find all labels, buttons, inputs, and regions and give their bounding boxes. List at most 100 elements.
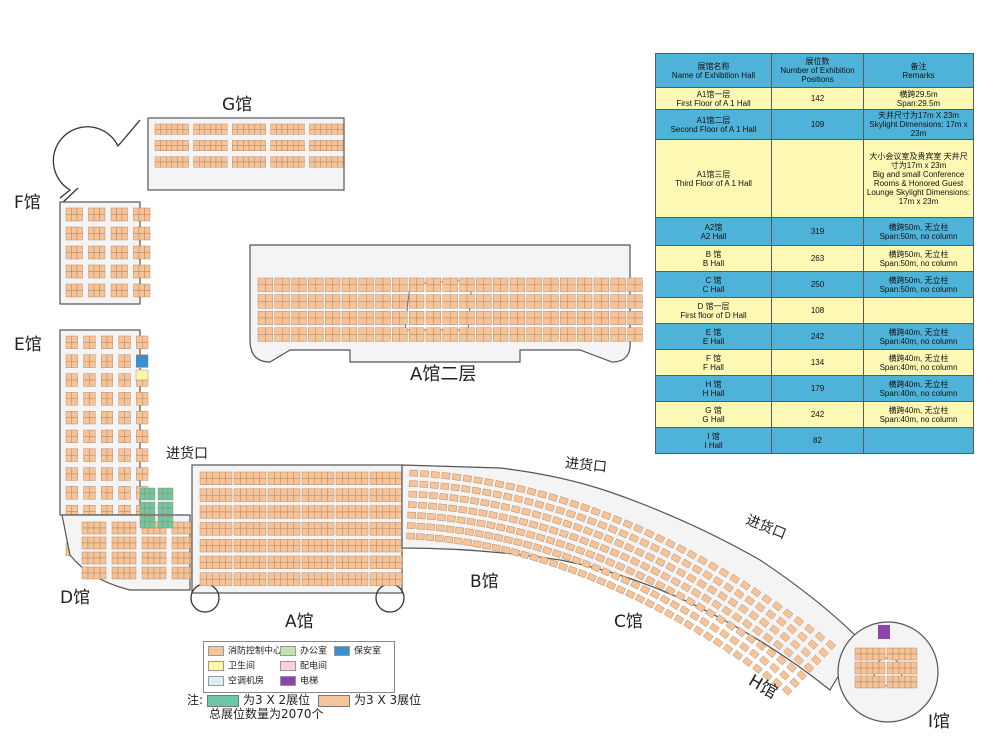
booth	[618, 284, 626, 292]
booth	[124, 411, 131, 418]
hall-bc-booths	[406, 469, 837, 696]
booth	[825, 639, 837, 651]
booth	[167, 487, 174, 495]
booth	[476, 327, 484, 335]
booth	[560, 277, 569, 286]
booth	[218, 522, 226, 530]
booth	[100, 361, 108, 368]
booth	[89, 373, 96, 381]
booth	[298, 317, 307, 326]
booth	[206, 539, 213, 546]
booth	[165, 145, 172, 152]
booth	[466, 311, 475, 319]
booth	[389, 495, 396, 502]
booth	[878, 653, 886, 661]
booth	[267, 539, 275, 546]
booth	[71, 290, 78, 298]
booth	[440, 482, 450, 490]
booth	[243, 140, 250, 146]
booth	[892, 675, 900, 683]
booth	[395, 471, 403, 479]
booth	[695, 602, 706, 613]
booth	[707, 561, 719, 572]
booth	[786, 662, 797, 673]
booth	[106, 436, 114, 443]
booth	[419, 480, 429, 488]
booth	[160, 128, 167, 135]
booth	[496, 523, 506, 532]
booth	[315, 327, 324, 335]
booth	[589, 540, 600, 550]
booth	[280, 579, 288, 586]
booth	[124, 486, 131, 493]
booth	[376, 488, 383, 496]
booth	[572, 522, 583, 532]
booth	[584, 317, 593, 326]
booth	[618, 334, 626, 342]
booth	[121, 283, 128, 291]
booth	[141, 566, 149, 574]
booth	[291, 294, 300, 302]
booth	[65, 429, 73, 437]
booth	[121, 226, 128, 234]
booth	[382, 471, 390, 479]
booth	[579, 503, 591, 513]
booth	[395, 511, 403, 519]
booth	[136, 342, 143, 349]
booth	[547, 493, 558, 502]
booth	[584, 294, 593, 302]
booth	[369, 522, 377, 530]
booth	[609, 548, 620, 558]
booth	[248, 145, 255, 152]
booth	[327, 488, 335, 496]
booth	[355, 522, 362, 530]
booth	[878, 681, 886, 689]
booth	[144, 233, 151, 241]
booth	[361, 545, 369, 553]
booth	[210, 128, 217, 135]
booth	[555, 506, 566, 515]
booth	[442, 277, 451, 286]
booth	[259, 495, 267, 502]
booth	[406, 532, 416, 540]
booth	[399, 334, 408, 342]
booth	[349, 311, 357, 319]
booth	[157, 521, 164, 529]
booth	[603, 534, 614, 544]
booth	[293, 145, 300, 152]
booth	[199, 539, 207, 546]
booth	[293, 511, 301, 519]
booth	[246, 478, 254, 485]
booth	[613, 538, 625, 548]
booth	[129, 572, 137, 580]
booth	[274, 317, 283, 326]
booth	[240, 555, 247, 563]
booth	[139, 493, 146, 501]
booth	[427, 502, 437, 510]
booth	[225, 522, 233, 530]
booth	[153, 542, 161, 550]
booth	[144, 507, 151, 515]
booth	[133, 252, 140, 260]
map-legend: 消防控制中心 卫生间 空调机房 办公室 配电间 电梯 保安室	[203, 641, 395, 693]
booth	[509, 311, 518, 319]
booth	[71, 373, 78, 381]
booth	[106, 467, 114, 475]
booth	[246, 572, 254, 580]
booth	[369, 562, 377, 570]
booth	[221, 145, 228, 152]
booth	[392, 334, 400, 342]
booth	[355, 505, 362, 513]
booth	[369, 555, 377, 563]
booth	[534, 317, 542, 326]
booth	[206, 572, 213, 580]
booth	[321, 539, 328, 546]
booth	[314, 528, 322, 536]
booth	[459, 311, 468, 319]
booth	[860, 667, 868, 675]
booth	[342, 572, 349, 580]
booth	[644, 575, 656, 586]
booth	[331, 123, 338, 130]
booth	[141, 436, 149, 443]
